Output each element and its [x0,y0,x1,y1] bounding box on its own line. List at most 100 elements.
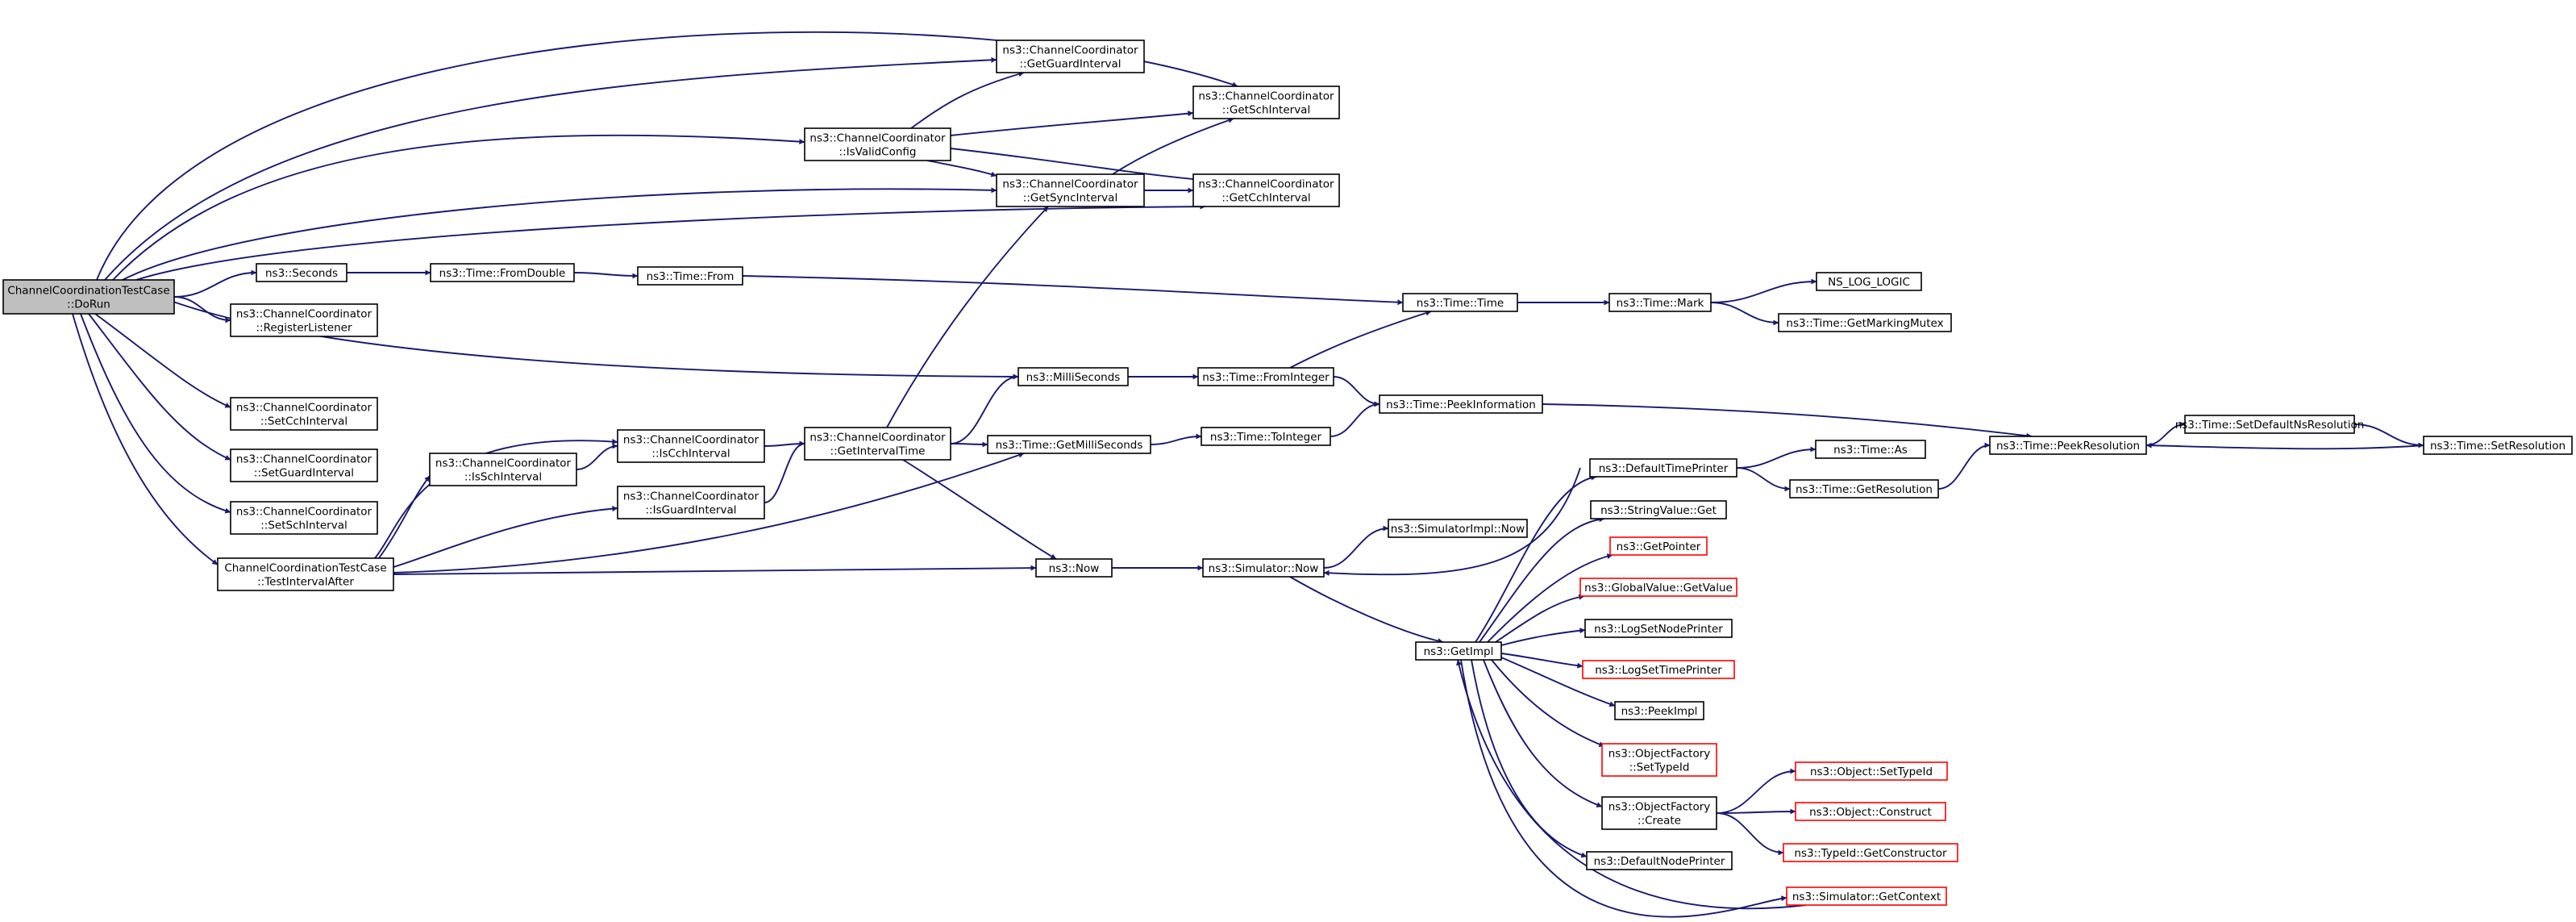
call-edge-setdefres-to-setres [2353,423,2424,448]
node-box-fromdouble [430,263,575,282]
node-isguard[interactable]: ns3::ChannelCoordinator::IsGuardInterval [617,486,765,519]
node-label-now-0: ns3::Now [1049,562,1100,575]
node-label-peekres-0: ns3::Time::PeekResolution [1996,440,2140,453]
node-getctor[interactable]: ns3::TypeId::GetConstructor [1783,843,1958,862]
node-label-setcch-1: ::SetCchInterval [260,415,347,428]
node-settypeid[interactable]: ns3::ObjectFactory::SetTypeId [1601,743,1717,777]
node-label-nslog-0: NS_LOG_LOGIC [1828,276,1910,289]
node-isvalid[interactable]: ns3::ChannelCoordinator::IsValidConfig [804,127,951,161]
call-edge-getinterval-to-milliseconds [950,373,1019,444]
node-label-setsch-1: ::SetSchInterval [260,519,347,532]
call-edge-simnow-to-simimplnow [1323,525,1389,569]
node-iscch[interactable]: ns3::ChannelCoordinator::IsCchInterval [617,429,765,463]
node-logtime[interactable]: ns3::LogSetTimePrinter [1582,660,1735,679]
node-getcch[interactable]: ns3::ChannelCoordinator::GetCchInterval [1192,173,1340,207]
node-label-objsettype-0: ns3::Object::SetTypeId [1810,766,1933,778]
node-construct[interactable]: ns3::Object::Construct [1795,802,1946,821]
call-edge-getimpl-to-strget [1479,516,1605,643]
node-box-strget [1590,500,1727,519]
call-edge-dorun-to-getsync [120,187,997,282]
node-box-seconds [256,263,347,282]
call-edge-getimpl-to-logtime [1500,653,1583,669]
call-edge-create-to-getctor [1716,812,1784,856]
node-seconds[interactable]: ns3::Seconds [256,263,347,282]
node-getimpl[interactable]: ns3::GetImpl [1415,641,1502,661]
node-markmutex[interactable]: ns3::Time::GetMarkingMutex [1778,313,1952,332]
node-setdefres[interactable]: ns3::Time::SetDefaultNsResolution [2175,415,2365,434]
node-timefrom[interactable]: ns3::Time::From [637,266,743,286]
node-label-construct-0: ns3::Object::Construct [1809,806,1932,819]
node-frominteger[interactable]: ns3::Time::FromInteger [1197,367,1334,386]
node-getsync[interactable]: ns3::ChannelCoordinator::GetSyncInterval [996,173,1145,207]
node-label-defnode-0: ns3::DefaultNodePrinter [1594,855,1725,868]
call-edge-dorun-to-getguard [104,56,997,281]
node-getsch[interactable]: ns3::ChannelCoordinator::GetSchInterval [1192,86,1340,119]
node-simnow[interactable]: ns3::Simulator::Now [1202,558,1325,578]
node-box-tointeger [1201,427,1331,446]
node-label-getinterval-1: ::GetIntervalTime [830,445,926,458]
call-edge-timemark-to-nslog [1710,278,1817,303]
node-setguard[interactable]: ns3::ChannelCoordinator::SetGuardInterva… [230,448,378,482]
node-nslog[interactable]: NS_LOG_LOGIC [1816,272,1922,291]
node-setcch[interactable]: ns3::ChannelCoordinator::SetCchInterval [230,397,378,431]
node-box-isguard [617,486,765,519]
call-edge-getmilli-to-tointeger [1150,433,1202,445]
node-create[interactable]: ns3::ObjectFactory::Create [1601,796,1717,830]
node-peekinfo[interactable]: ns3::Time::PeekInformation [1379,394,1543,414]
call-edge-timefrom-to-timetime [742,275,1404,306]
node-simimplnow[interactable]: ns3::SimulatorImpl::Now [1388,519,1528,538]
node-box-getctor [1783,843,1958,862]
node-box-logtime [1582,660,1735,679]
call-edge-getimpl-to-settypeid [1491,659,1605,747]
node-box-iscch [617,429,765,463]
node-globalget[interactable]: ns3::GlobalValue::GetValue [1579,578,1737,597]
node-label-markmutex-0: ns3::Time::GetMarkingMutex [1786,317,1943,330]
node-timetime[interactable]: ns3::Time::Time [1402,293,1518,312]
node-testafter[interactable]: ChannelCoordinationTestCase::TestInterva… [217,557,394,591]
node-tointeger[interactable]: ns3::Time::ToInteger [1201,427,1331,446]
node-reglistener[interactable]: ns3::ChannelCoordinator::RegisterListene… [230,303,378,337]
node-box-frominteger [1197,367,1334,386]
node-label-tointeger-0: ns3::Time::ToInteger [1210,431,1322,444]
node-objsettype[interactable]: ns3::Object::SetTypeId [1795,761,1948,781]
node-getguard[interactable]: ns3::ChannelCoordinator::GetGuardInterva… [996,40,1145,73]
call-edge-isschint-to-iscch [576,443,618,470]
node-label-defprinter-0: ns3::DefaultTimePrinter [1599,462,1729,475]
node-setsch[interactable]: ns3::ChannelCoordinator::SetSchInterval [230,501,378,535]
node-box-isvalid [804,127,951,161]
node-getinterval[interactable]: ns3::ChannelCoordinator::GetIntervalTime [804,427,951,461]
call-edge-getimpl-to-defprinter [1475,474,1597,643]
node-setres[interactable]: ns3::Time::SetResolution [2423,436,2573,455]
node-dorun[interactable]: ChannelCoordinationTestCase::DoRun [2,279,175,315]
node-strget[interactable]: ns3::StringValue::Get [1590,500,1727,519]
node-milliseconds[interactable]: ns3::MilliSeconds [1017,367,1129,386]
node-getres[interactable]: ns3::Time::GetResolution [1789,479,1939,499]
node-isschint[interactable]: ns3::ChannelCoordinator::IsSchInterval [429,453,577,486]
node-getcontext[interactable]: ns3::Simulator::GetContext [1786,887,1947,906]
node-label-setcch-0: ns3::ChannelCoordinator [236,402,372,415]
node-label-getcch-1: ::GetCchInterval [1221,192,1310,205]
node-box-peekinfo [1379,394,1543,414]
node-box-defnode [1586,851,1733,870]
call-edge-peekinfo-to-peekres [1542,403,2033,439]
call-edge-testafter-to-getmilli [393,452,1025,574]
node-defprinter[interactable]: ns3::DefaultTimePrinter [1589,458,1737,478]
node-timemark[interactable]: ns3::Time::Mark [1608,293,1712,312]
call-edge-getres-to-peekres [1937,442,1991,490]
node-lognode[interactable]: ns3::LogSetNodePrinter [1584,619,1733,638]
node-getmilli[interactable]: ns3::Time::GetMilliSeconds [987,435,1151,454]
call-edge-testafter-to-isschint [378,475,431,559]
call-edge-getimpl-to-defnode [1471,659,1588,858]
node-peekimpl[interactable]: ns3::PeekImpl [1614,701,1704,720]
node-getpointer[interactable]: ns3::GetPointer [1609,536,1708,556]
node-label-simimplnow-0: ns3::SimulatorImpl::Now [1391,523,1525,536]
node-timeas[interactable]: ns3::Time::As [1815,440,1926,459]
node-peekres[interactable]: ns3::Time::PeekResolution [1989,436,2147,455]
node-box-now [1035,558,1113,578]
node-box-simnow [1202,558,1325,578]
node-defnode[interactable]: ns3::DefaultNodePrinter [1586,851,1733,870]
node-box-peekimpl [1614,701,1704,720]
node-now[interactable]: ns3::Now [1035,558,1113,578]
node-fromdouble[interactable]: ns3::Time::FromDouble [430,263,575,282]
